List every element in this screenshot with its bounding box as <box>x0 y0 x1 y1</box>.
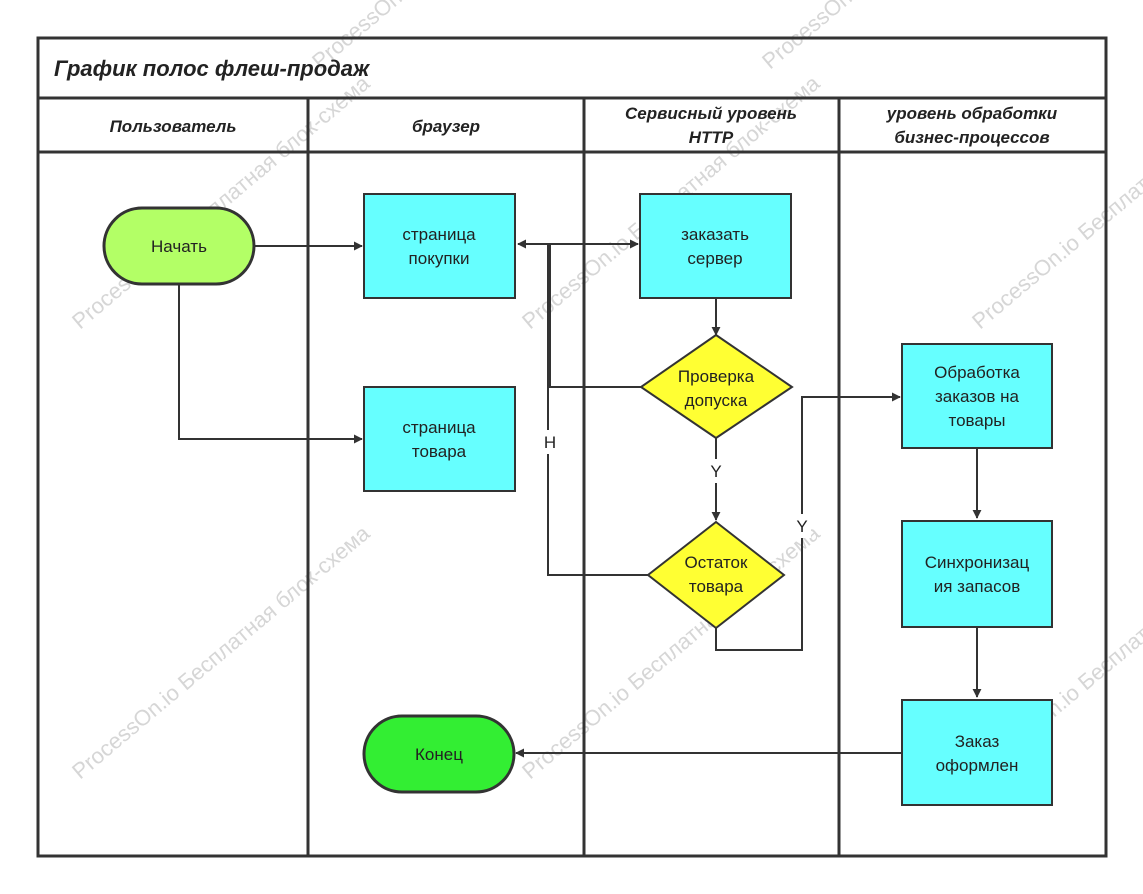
lane-title-http-line1: Сервисный уровень <box>625 104 797 123</box>
node-purchase-page-line1: страница <box>402 225 476 244</box>
edge-label-yes-check-bg <box>707 459 725 483</box>
lane-title-biz-line2: бизнес-процессов <box>894 128 1049 147</box>
node-start-label: Начать <box>151 237 207 256</box>
edge-label-yes-stock: Y <box>796 517 807 536</box>
edge-check-no-to-purchase <box>549 244 641 388</box>
node-product-page-line2: товара <box>412 442 467 461</box>
lane-body-biz <box>837 150 1108 858</box>
lane-headers: Пользователь браузер Сервисный уровень H… <box>36 96 1108 154</box>
node-order-done[interactable] <box>901 699 1053 806</box>
node-access-check-line2: допуска <box>685 391 748 410</box>
edge-label-no-bg <box>541 430 559 454</box>
node-order-server[interactable] <box>639 193 792 299</box>
edge-start-to-product <box>178 284 363 444</box>
node-purchase-page-line2: покупки <box>409 249 470 268</box>
connectors <box>178 239 982 758</box>
node-order-processing[interactable] <box>901 343 1053 449</box>
node-stock[interactable] <box>646 520 786 630</box>
lane-title-http-line2: HTTP <box>689 128 734 147</box>
lane-bodies <box>36 150 1108 858</box>
node-product-page[interactable] <box>363 386 516 492</box>
edge-label-yes-stock-bg <box>793 514 811 538</box>
node-sync-stock-line2: ия запасов <box>934 577 1021 596</box>
node-stock-line1: Остаток <box>685 553 748 572</box>
node-stock-line2: товара <box>689 577 744 596</box>
edge-stock-no-to-purchase <box>547 244 648 576</box>
node-end[interactable] <box>362 714 516 794</box>
edge-stock-yes-to-processing <box>715 392 901 651</box>
node-access-check-line1: Проверка <box>678 367 755 386</box>
node-order-server-line2: сервер <box>687 249 742 268</box>
node-end-label: Конец <box>415 745 463 764</box>
node-access-check[interactable] <box>639 333 794 440</box>
node-start[interactable] <box>102 206 256 286</box>
node-order-processing-line2: заказов на <box>935 387 1020 406</box>
lane-title-user: Пользователь <box>110 117 237 136</box>
nodes: Начать страница покупки страница товара … <box>102 193 1053 806</box>
node-order-server-line1: заказать <box>681 225 749 244</box>
node-order-done-line2: оформлен <box>936 756 1019 775</box>
diagram-title: График полос флеш-продаж <box>54 56 371 81</box>
node-purchase-page[interactable] <box>363 193 516 299</box>
watermark-text: ProcessOn.io Бесплатная блок-схема <box>67 70 375 334</box>
node-order-done-line1: Заказ <box>955 732 1000 751</box>
lane-title-biz-line1: уровень обработки <box>886 104 1058 123</box>
watermark-text: ProcessOn.io Бесплатная блок-схема <box>67 520 375 784</box>
edge-label-no: Н <box>544 433 556 452</box>
node-sync-stock[interactable] <box>901 520 1053 628</box>
lane-title-browser: браузер <box>412 117 480 136</box>
node-order-processing-line1: Обработка <box>934 363 1020 382</box>
node-order-processing-line3: товары <box>948 411 1005 430</box>
edge-label-yes-check: Y <box>710 462 721 481</box>
node-product-page-line1: страница <box>402 418 476 437</box>
node-sync-stock-line1: Синхронизац <box>925 553 1030 572</box>
